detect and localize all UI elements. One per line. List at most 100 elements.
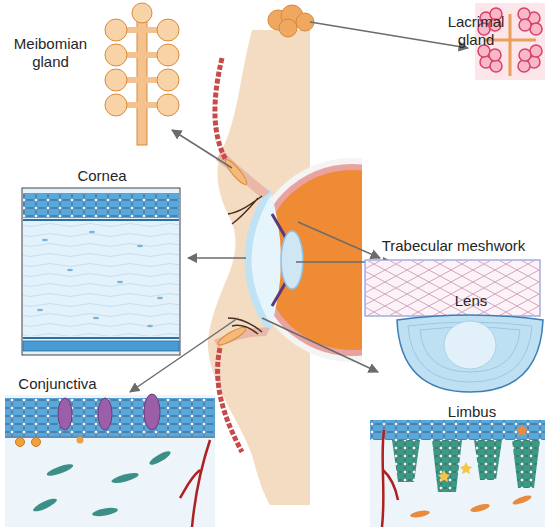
stromal-cell (410, 509, 431, 518)
immune-cell (77, 437, 84, 444)
leader-arrow (262, 318, 378, 372)
lens-illustration (397, 315, 543, 392)
lobule (518, 8, 530, 20)
endothelium (23, 341, 179, 351)
panel-frame (22, 188, 180, 355)
descemet-membrane (23, 337, 179, 339)
part-label: Trabecular meshwork (365, 237, 542, 255)
lobule (489, 49, 501, 61)
fibroblast (46, 462, 75, 478)
tarsal-gland (216, 325, 248, 348)
cornea-illustration (22, 188, 180, 355)
melanocyte (516, 424, 528, 436)
bowman-layer (23, 219, 179, 221)
part-label: Meibomian gland (8, 35, 93, 71)
eyelash (228, 318, 262, 334)
palisades (392, 440, 540, 492)
stromal-cells (410, 494, 533, 519)
acinus (105, 19, 127, 41)
panel-node: Trabecular meshwork (365, 232, 542, 318)
lobule (490, 60, 502, 72)
blood-vessel (180, 440, 210, 527)
keratocyte (37, 309, 43, 312)
leader-arrow (188, 257, 246, 259)
lobule (530, 45, 542, 57)
panel-background (370, 420, 545, 527)
tarsal-gland (223, 157, 250, 187)
stromal-cell (512, 494, 533, 506)
lobule (530, 23, 542, 35)
panel-node: Limbus (370, 400, 547, 527)
stromal-cell (470, 503, 491, 514)
panel-background (365, 260, 540, 316)
epithelium (5, 398, 215, 436)
keratocyte (147, 325, 153, 328)
lens-nucleus (444, 321, 496, 369)
leader-arrow (310, 22, 468, 48)
acinus (157, 94, 179, 116)
epithelium (23, 193, 179, 218)
acinus (157, 44, 179, 66)
goblet-cell (58, 398, 72, 430)
eyelid-muscle (215, 58, 226, 160)
goblet-cell (144, 394, 160, 430)
keratocytes (37, 231, 163, 328)
keratocyte (93, 317, 99, 320)
keratocyte (117, 281, 123, 284)
keratocyte (89, 231, 95, 234)
lens-capsule (397, 315, 543, 392)
part-label: Lens (395, 292, 547, 310)
lobule (519, 49, 531, 61)
fibroblasts (32, 449, 172, 518)
meshwork-pattern (366, 261, 539, 315)
fibroblast (148, 449, 172, 467)
immune-cell (32, 438, 41, 447)
meibomian-illustration (105, 3, 179, 145)
eye-lens (281, 231, 303, 289)
face-profile (208, 30, 310, 505)
dendritic-cell (460, 462, 472, 474)
keratocyte (42, 239, 48, 242)
panel-background (5, 395, 215, 527)
part-label: Limbus (412, 403, 532, 421)
acinus (105, 69, 127, 91)
keratocyte (67, 269, 73, 272)
fibroblast (92, 506, 119, 517)
epithelium (370, 420, 545, 440)
keratocyte (137, 245, 143, 248)
immune-cell (16, 438, 25, 447)
anterior-chamber (248, 190, 281, 330)
part-label: Lacrimal gland (440, 13, 512, 49)
stroma (23, 222, 179, 336)
lobule (519, 19, 531, 31)
panel-node: Conjunctiva (5, 373, 217, 527)
eyelid-muscle (218, 348, 242, 452)
limbus-illustration (370, 420, 545, 527)
leader-arrow (298, 222, 380, 258)
acinus (105, 44, 127, 66)
panel-node: Lens (395, 292, 547, 392)
gland-branch (118, 30, 166, 105)
keratocyte (157, 297, 163, 300)
part-label: Conjunctiva (5, 375, 110, 393)
dendritic-cell (438, 470, 450, 482)
lacrimal-gland-organ (268, 5, 314, 37)
goblet-cell (98, 398, 112, 430)
part-label: Cornea (22, 167, 182, 185)
eyelash (228, 196, 262, 224)
lobule (518, 60, 530, 72)
acinus (157, 69, 179, 91)
conjunctiva-illustration (5, 394, 215, 527)
acinus (157, 19, 179, 41)
fibroblast (32, 496, 59, 513)
gland-lobe (279, 19, 297, 37)
lens-fibre (408, 322, 532, 382)
panel-node: Cornea (22, 165, 182, 357)
cornea-layer (248, 190, 270, 330)
acinus (132, 3, 152, 23)
blood-vessel (382, 430, 398, 527)
panel-node: Meibomian gland (8, 5, 188, 145)
